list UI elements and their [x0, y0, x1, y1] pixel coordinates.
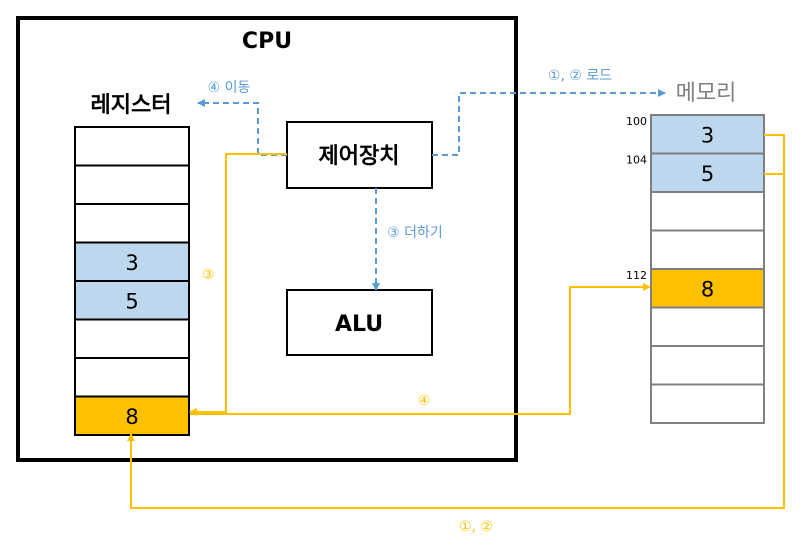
- register-cell: [74, 164, 190, 205]
- step3-line: [189, 153, 287, 416]
- load-label: ①, ② 로드: [548, 68, 612, 84]
- register-cell-value: 5: [125, 289, 138, 313]
- register-cell-value: 3: [125, 251, 138, 275]
- memory-cell: [650, 114, 765, 155]
- move-arrow: [197, 99, 287, 156]
- alu-label: ALU: [335, 312, 383, 337]
- register-cell: [74, 203, 190, 244]
- step12-line-a: [127, 134, 785, 509]
- memory-cell: [650, 345, 765, 386]
- control-unit-label: 제어장치: [319, 144, 400, 169]
- step4-label: ④: [418, 393, 431, 409]
- memory-cell-value: 3: [701, 123, 714, 147]
- alu-box: [286, 289, 433, 356]
- step4-line: [190, 283, 651, 415]
- memory-stack: 3 100 5 104 8 112: [626, 114, 765, 424]
- register-cell: [74, 357, 190, 398]
- step12-label: ①, ②: [459, 519, 493, 535]
- register-cell: [74, 126, 190, 167]
- cpu-title: CPU: [242, 29, 292, 54]
- memory-cell: [650, 268, 765, 309]
- add-label: ③ 더하기: [387, 225, 443, 241]
- memory-address-label: 104: [626, 154, 647, 167]
- move-label: ④ 이동: [208, 80, 251, 96]
- memory-cell-value: 5: [701, 162, 714, 186]
- step3-label: ③: [202, 267, 215, 283]
- memory-cell: [650, 229, 765, 270]
- register-stack: 3 5 8: [74, 126, 190, 436]
- memory-cell: [650, 191, 765, 232]
- memory-cell: [650, 152, 765, 193]
- load-arrow: [432, 89, 666, 156]
- register-cell-value: 8: [125, 405, 138, 429]
- memory-address-label: 100: [626, 115, 647, 128]
- memory-cell: [650, 383, 765, 424]
- memory-cell: [650, 306, 765, 347]
- memory-cell-value: 8: [701, 277, 714, 301]
- register-cell: [74, 318, 190, 359]
- memory-address-label: 112: [626, 269, 647, 282]
- cpu-box: [16, 16, 518, 462]
- memory-title: 메모리: [676, 81, 737, 106]
- registers-title: 레지스터: [91, 93, 172, 118]
